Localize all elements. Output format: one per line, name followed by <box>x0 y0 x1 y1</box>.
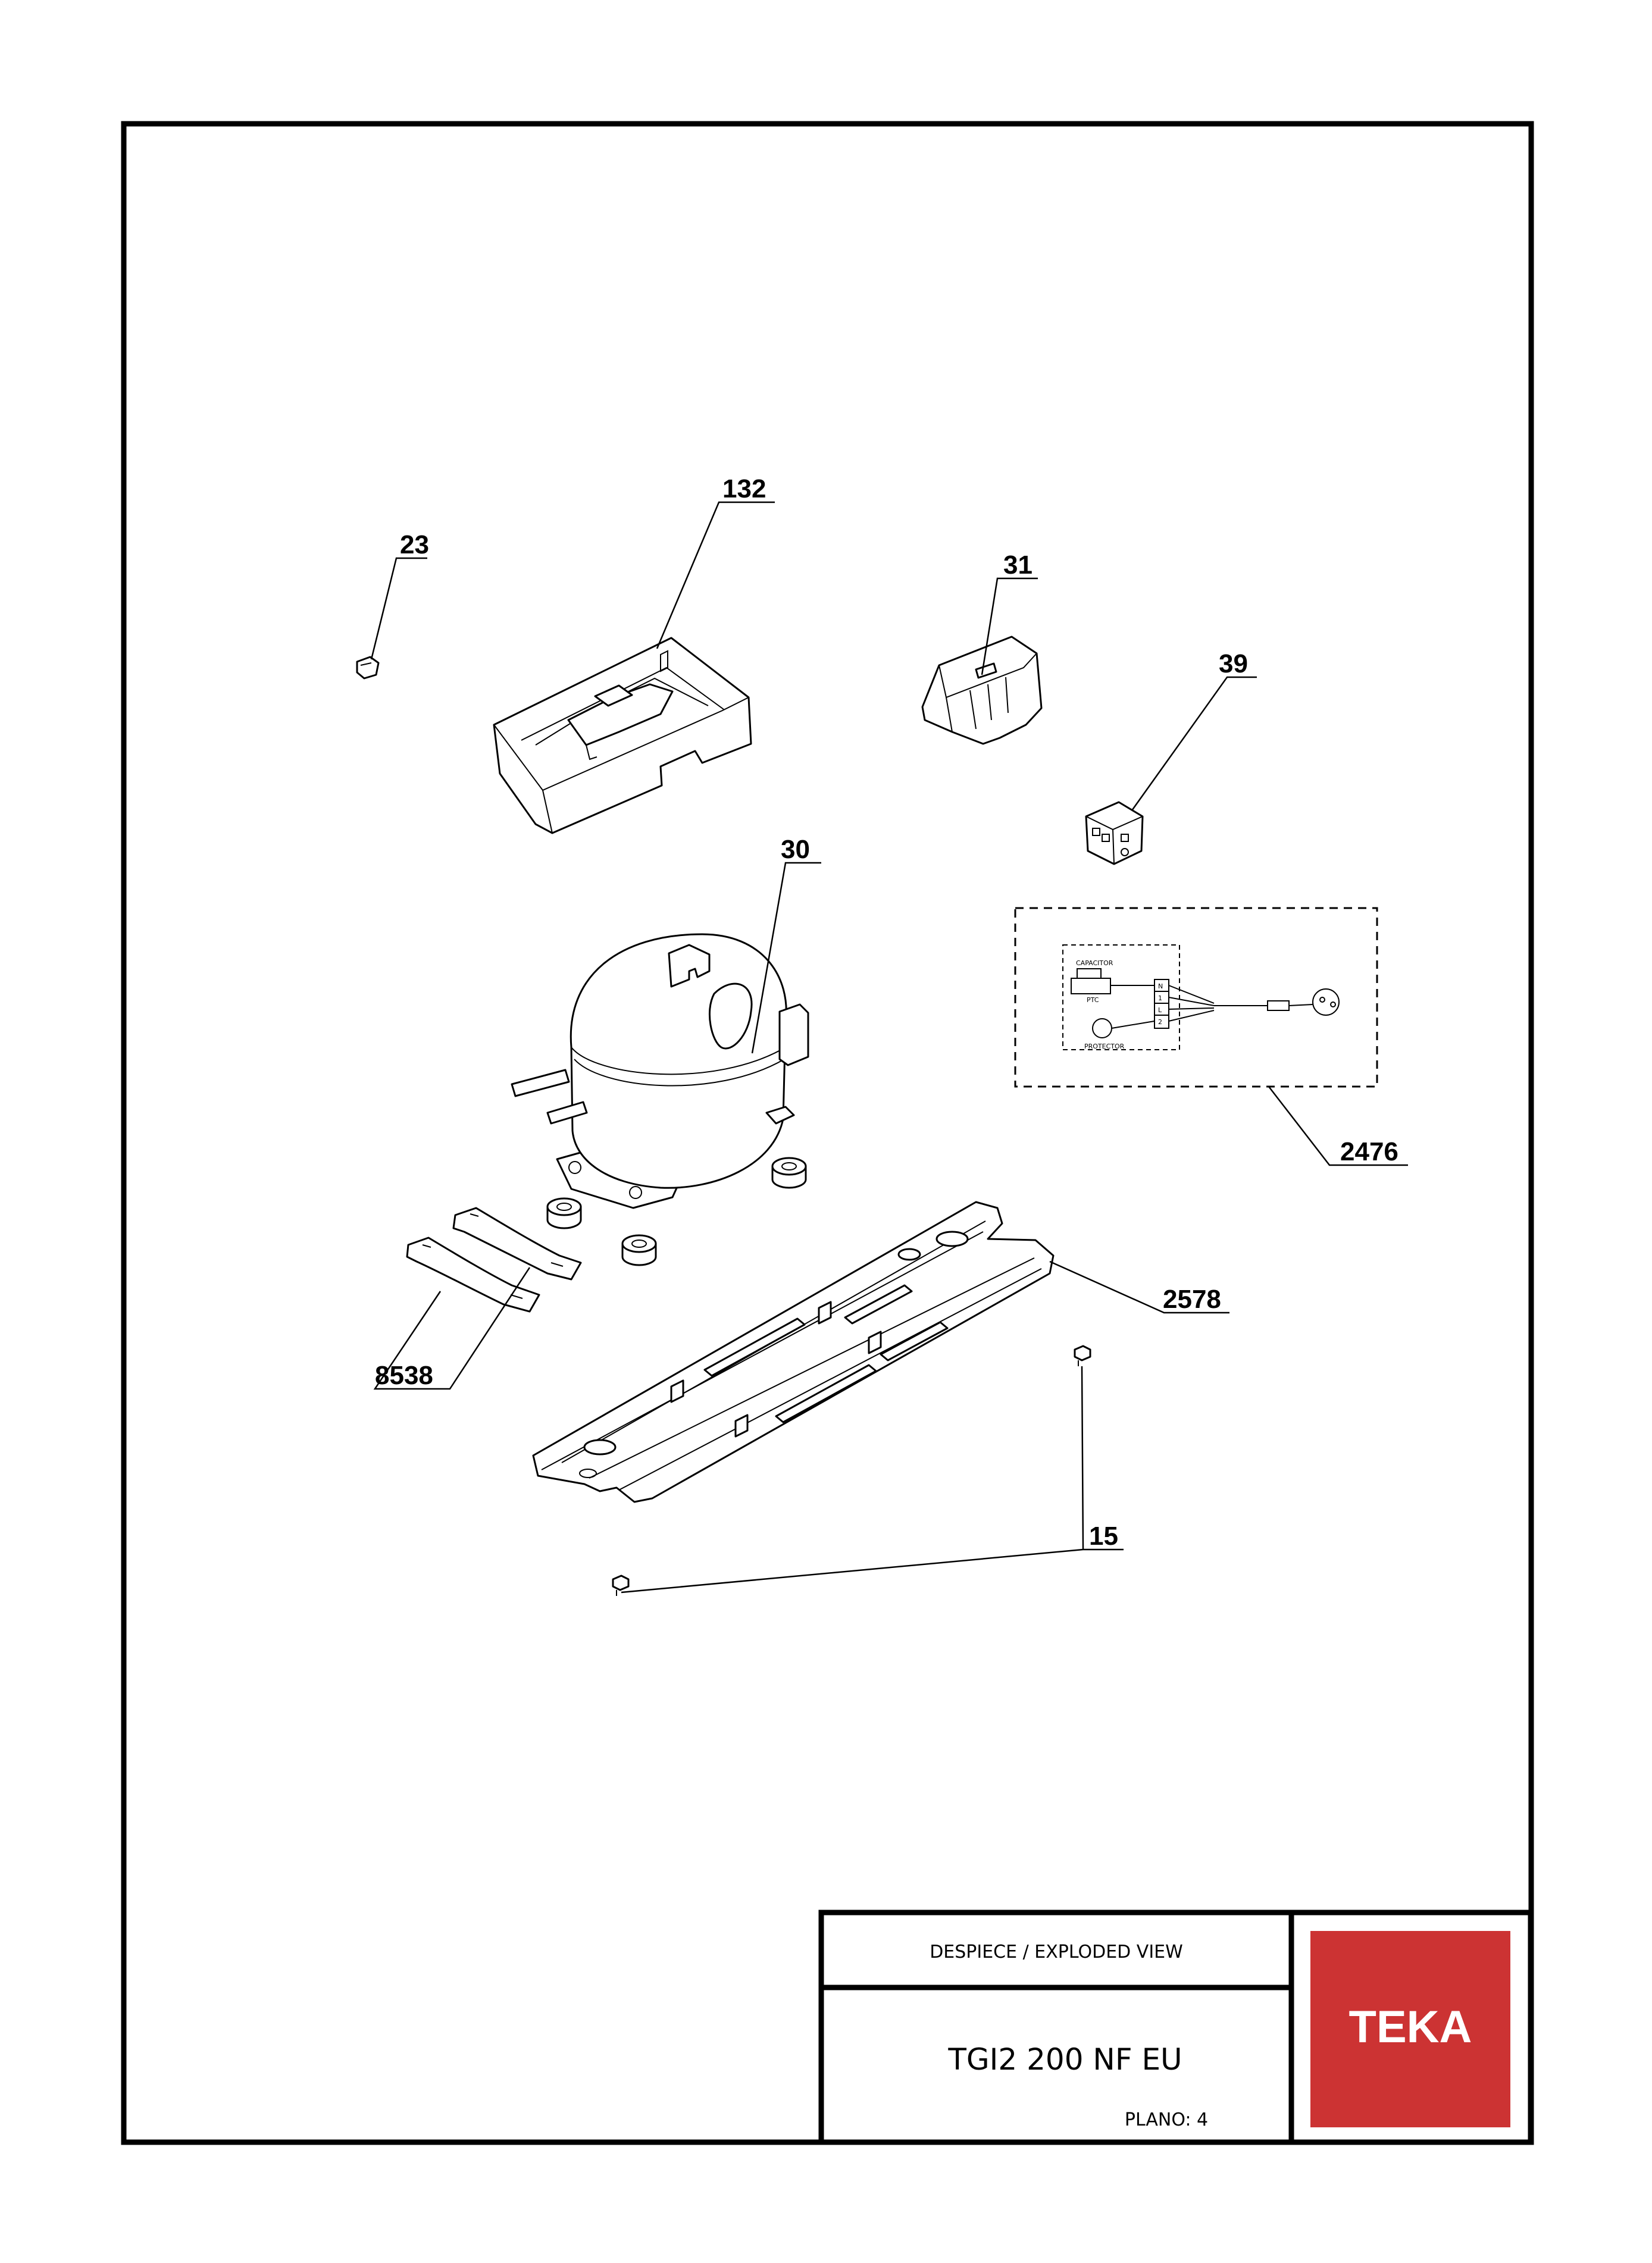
schematic-inner-frame <box>1062 944 1180 1050</box>
grommet-1 <box>546 1197 582 1229</box>
rubber-grommets <box>546 1157 807 1266</box>
callout-labels: 132 23 31 39 30 2476 2578 8538 15 <box>375 474 1398 1551</box>
plano-number: PLANO: 4 <box>1125 2109 1208 2130</box>
part-8538-strips <box>406 1207 582 1313</box>
part-15-screw-left <box>612 1575 630 1596</box>
callout-2578: 2578 <box>1163 1285 1221 1314</box>
callout-30: 30 <box>781 835 810 864</box>
terminal-l-label: L <box>1158 1006 1162 1014</box>
callout-8538: 8538 <box>375 1361 433 1390</box>
teka-logo-box <box>1310 1931 1510 2127</box>
title-block: DESPIECE / EXPLODED VIEW TGI2 200 NF EU … <box>818 1910 1534 2145</box>
part-30-compressor <box>511 933 809 1209</box>
schematic-dashed-frame <box>1014 907 1378 1088</box>
terminal-n-label: N <box>1158 982 1163 990</box>
callout-2476: 2476 <box>1340 1137 1398 1166</box>
ptc-label: PTC <box>1087 996 1099 1004</box>
model-name: TGI2 200 NF EU <box>947 2042 1182 2077</box>
view-title: DESPIECE / EXPLODED VIEW <box>930 1942 1183 1962</box>
grommet-3 <box>621 1234 657 1266</box>
part-132-cover-tray <box>493 637 752 834</box>
terminal-1-label: 1 <box>1158 994 1162 1002</box>
callout-15: 15 <box>1089 1522 1118 1551</box>
callout-132: 132 <box>722 474 766 503</box>
part-2476-wiring-schematic: CAPACITOR PTC PROTECTOR N L 1 2 <box>1014 907 1378 1088</box>
callout-31: 31 <box>1003 550 1032 580</box>
terminal-2-label: 2 <box>1158 1018 1162 1026</box>
part-15-screw-right <box>1074 1345 1091 1366</box>
part-31-relay-cover <box>921 636 1043 745</box>
part-2578-base-rails <box>532 1201 1055 1503</box>
leader-lines <box>370 501 1408 1594</box>
part-23-clip <box>356 656 380 680</box>
callout-23: 23 <box>400 530 429 559</box>
capacitor-label: CAPACITOR <box>1076 959 1113 967</box>
drawing-border <box>121 121 1534 2145</box>
teka-logo-text: TEKA <box>1349 2002 1472 2052</box>
grommet-2 <box>771 1157 807 1189</box>
callout-39: 39 <box>1219 649 1248 678</box>
protector-label: PROTECTOR <box>1084 1043 1125 1050</box>
part-39-relay <box>1085 801 1144 865</box>
